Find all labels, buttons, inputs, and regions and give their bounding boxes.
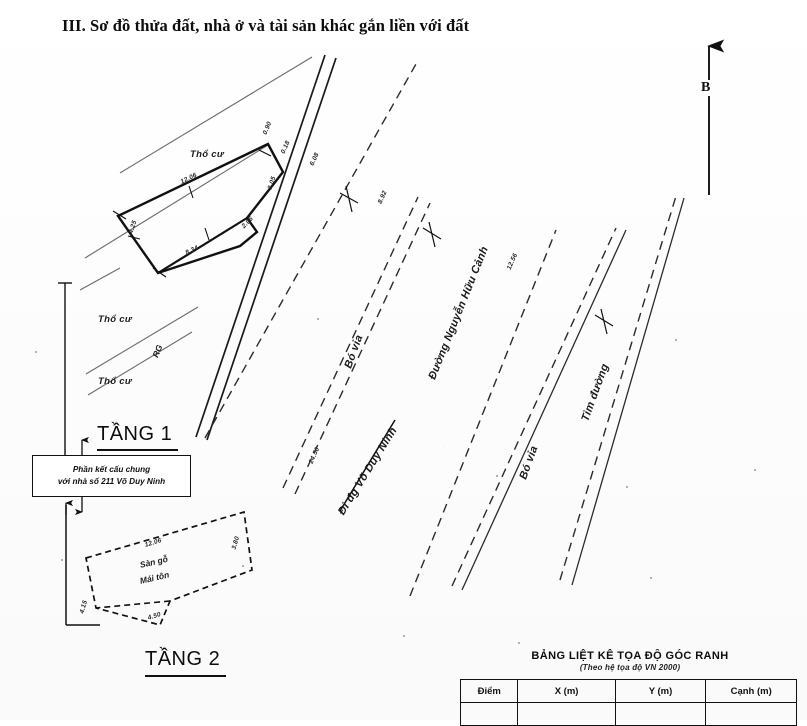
floor1-parcel-outline	[116, 142, 285, 275]
label-tho-cu-1: Thổ cư	[190, 149, 224, 160]
north-label: B	[700, 80, 712, 96]
coordinate-table-block: BẢNG LIỆT KÊ TỌA ĐỘ GÓC RANH (Theo hệ tọ…	[459, 650, 800, 726]
column-header-canh: Cạnh (m)	[705, 679, 797, 703]
coordinate-table-title: BẢNG LIỆT KÊ TỌA ĐỘ GÓC RANH	[531, 650, 729, 662]
table-header-row: Điểm X (m) Y (m) Cạnh (m)	[459, 679, 797, 703]
column-header-x: X (m)	[517, 679, 616, 703]
cell-diem	[459, 702, 519, 726]
coordinate-table: Điểm X (m) Y (m) Cạnh (m)	[459, 679, 797, 726]
shared-structure-note-box: Phần kết cấu chung với nhà số 211 Võ Duy…	[32, 455, 191, 497]
cell-y	[614, 702, 707, 726]
floor1-title: TẦNG 1	[97, 423, 173, 445]
label-tho-cu-3: Thổ cư	[98, 376, 132, 387]
cell-x	[517, 702, 616, 726]
cell-canh	[705, 702, 797, 726]
column-header-y: Y (m)	[614, 679, 707, 703]
column-header-diem: Điểm	[459, 679, 519, 703]
label-tho-cu-2: Thổ cư	[98, 314, 132, 325]
floor2-parcel-outline	[85, 510, 253, 627]
note-line-2: với nhà số 211 Võ Duy Ninh	[57, 477, 166, 486]
note-line-1: Phần kết cấu chung	[72, 465, 151, 475]
table-row	[459, 702, 797, 726]
coordinate-table-subtitle: (Theo hệ tọa độ VN 2000)	[579, 663, 681, 672]
floor2-title: TẦNG 2	[145, 648, 221, 670]
page-title: III. Sơ đồ thửa đất, nhà ở và tài sản kh…	[62, 16, 470, 35]
